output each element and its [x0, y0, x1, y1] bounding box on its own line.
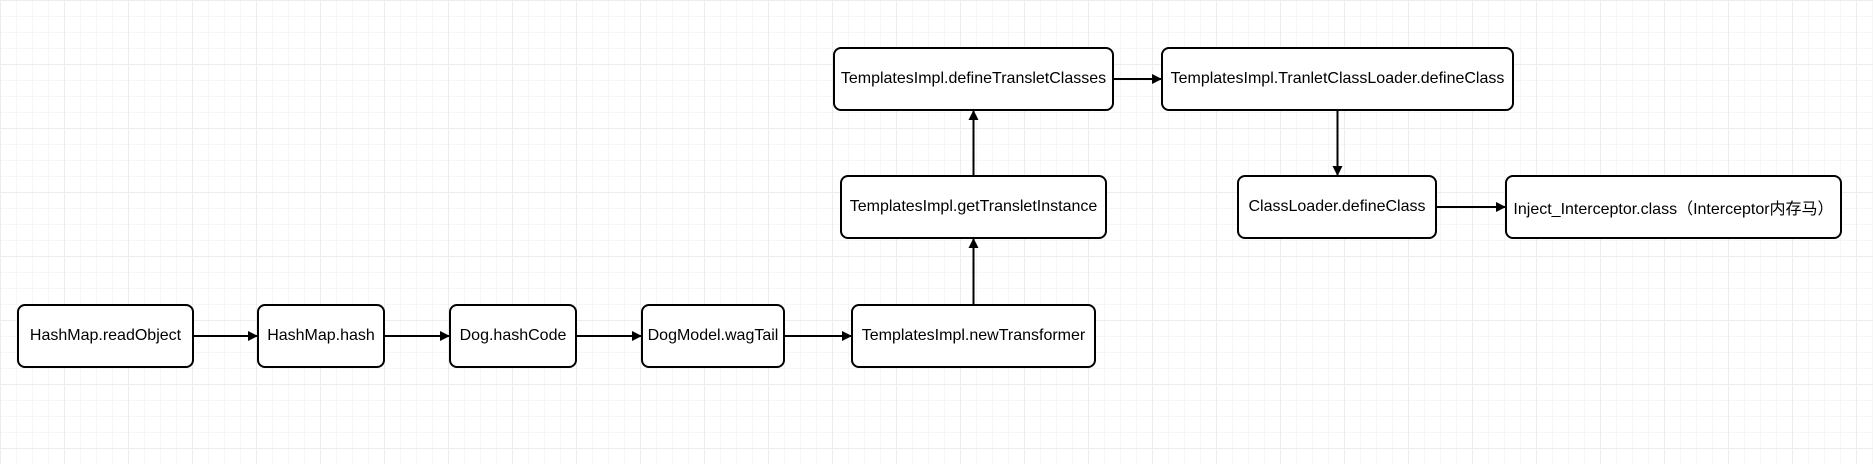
node-hashmap-readobject[interactable]: HashMap.readObject [17, 304, 194, 368]
node-templatesimpl-definetransletclasses[interactable]: TemplatesImpl.defineTransletClasses [833, 47, 1114, 111]
node-dog-hashcode[interactable]: Dog.hashCode [449, 304, 577, 368]
node-inject-interceptor-class[interactable]: Inject_Interceptor.class（Interceptor内存马） [1505, 175, 1842, 239]
node-tranletclassloader-defineclass[interactable]: TemplatesImpl.TranletClassLoader.defineC… [1161, 47, 1514, 111]
node-templatesimpl-newtransformer[interactable]: TemplatesImpl.newTransformer [851, 304, 1096, 368]
node-dogmodel-wagtail[interactable]: DogModel.wagTail [641, 304, 785, 368]
node-templatesimpl-gettransletinstance[interactable]: TemplatesImpl.getTransletInstance [840, 175, 1107, 239]
node-classloader-defineclass[interactable]: ClassLoader.defineClass [1237, 175, 1437, 239]
node-hashmap-hash[interactable]: HashMap.hash [257, 304, 385, 368]
